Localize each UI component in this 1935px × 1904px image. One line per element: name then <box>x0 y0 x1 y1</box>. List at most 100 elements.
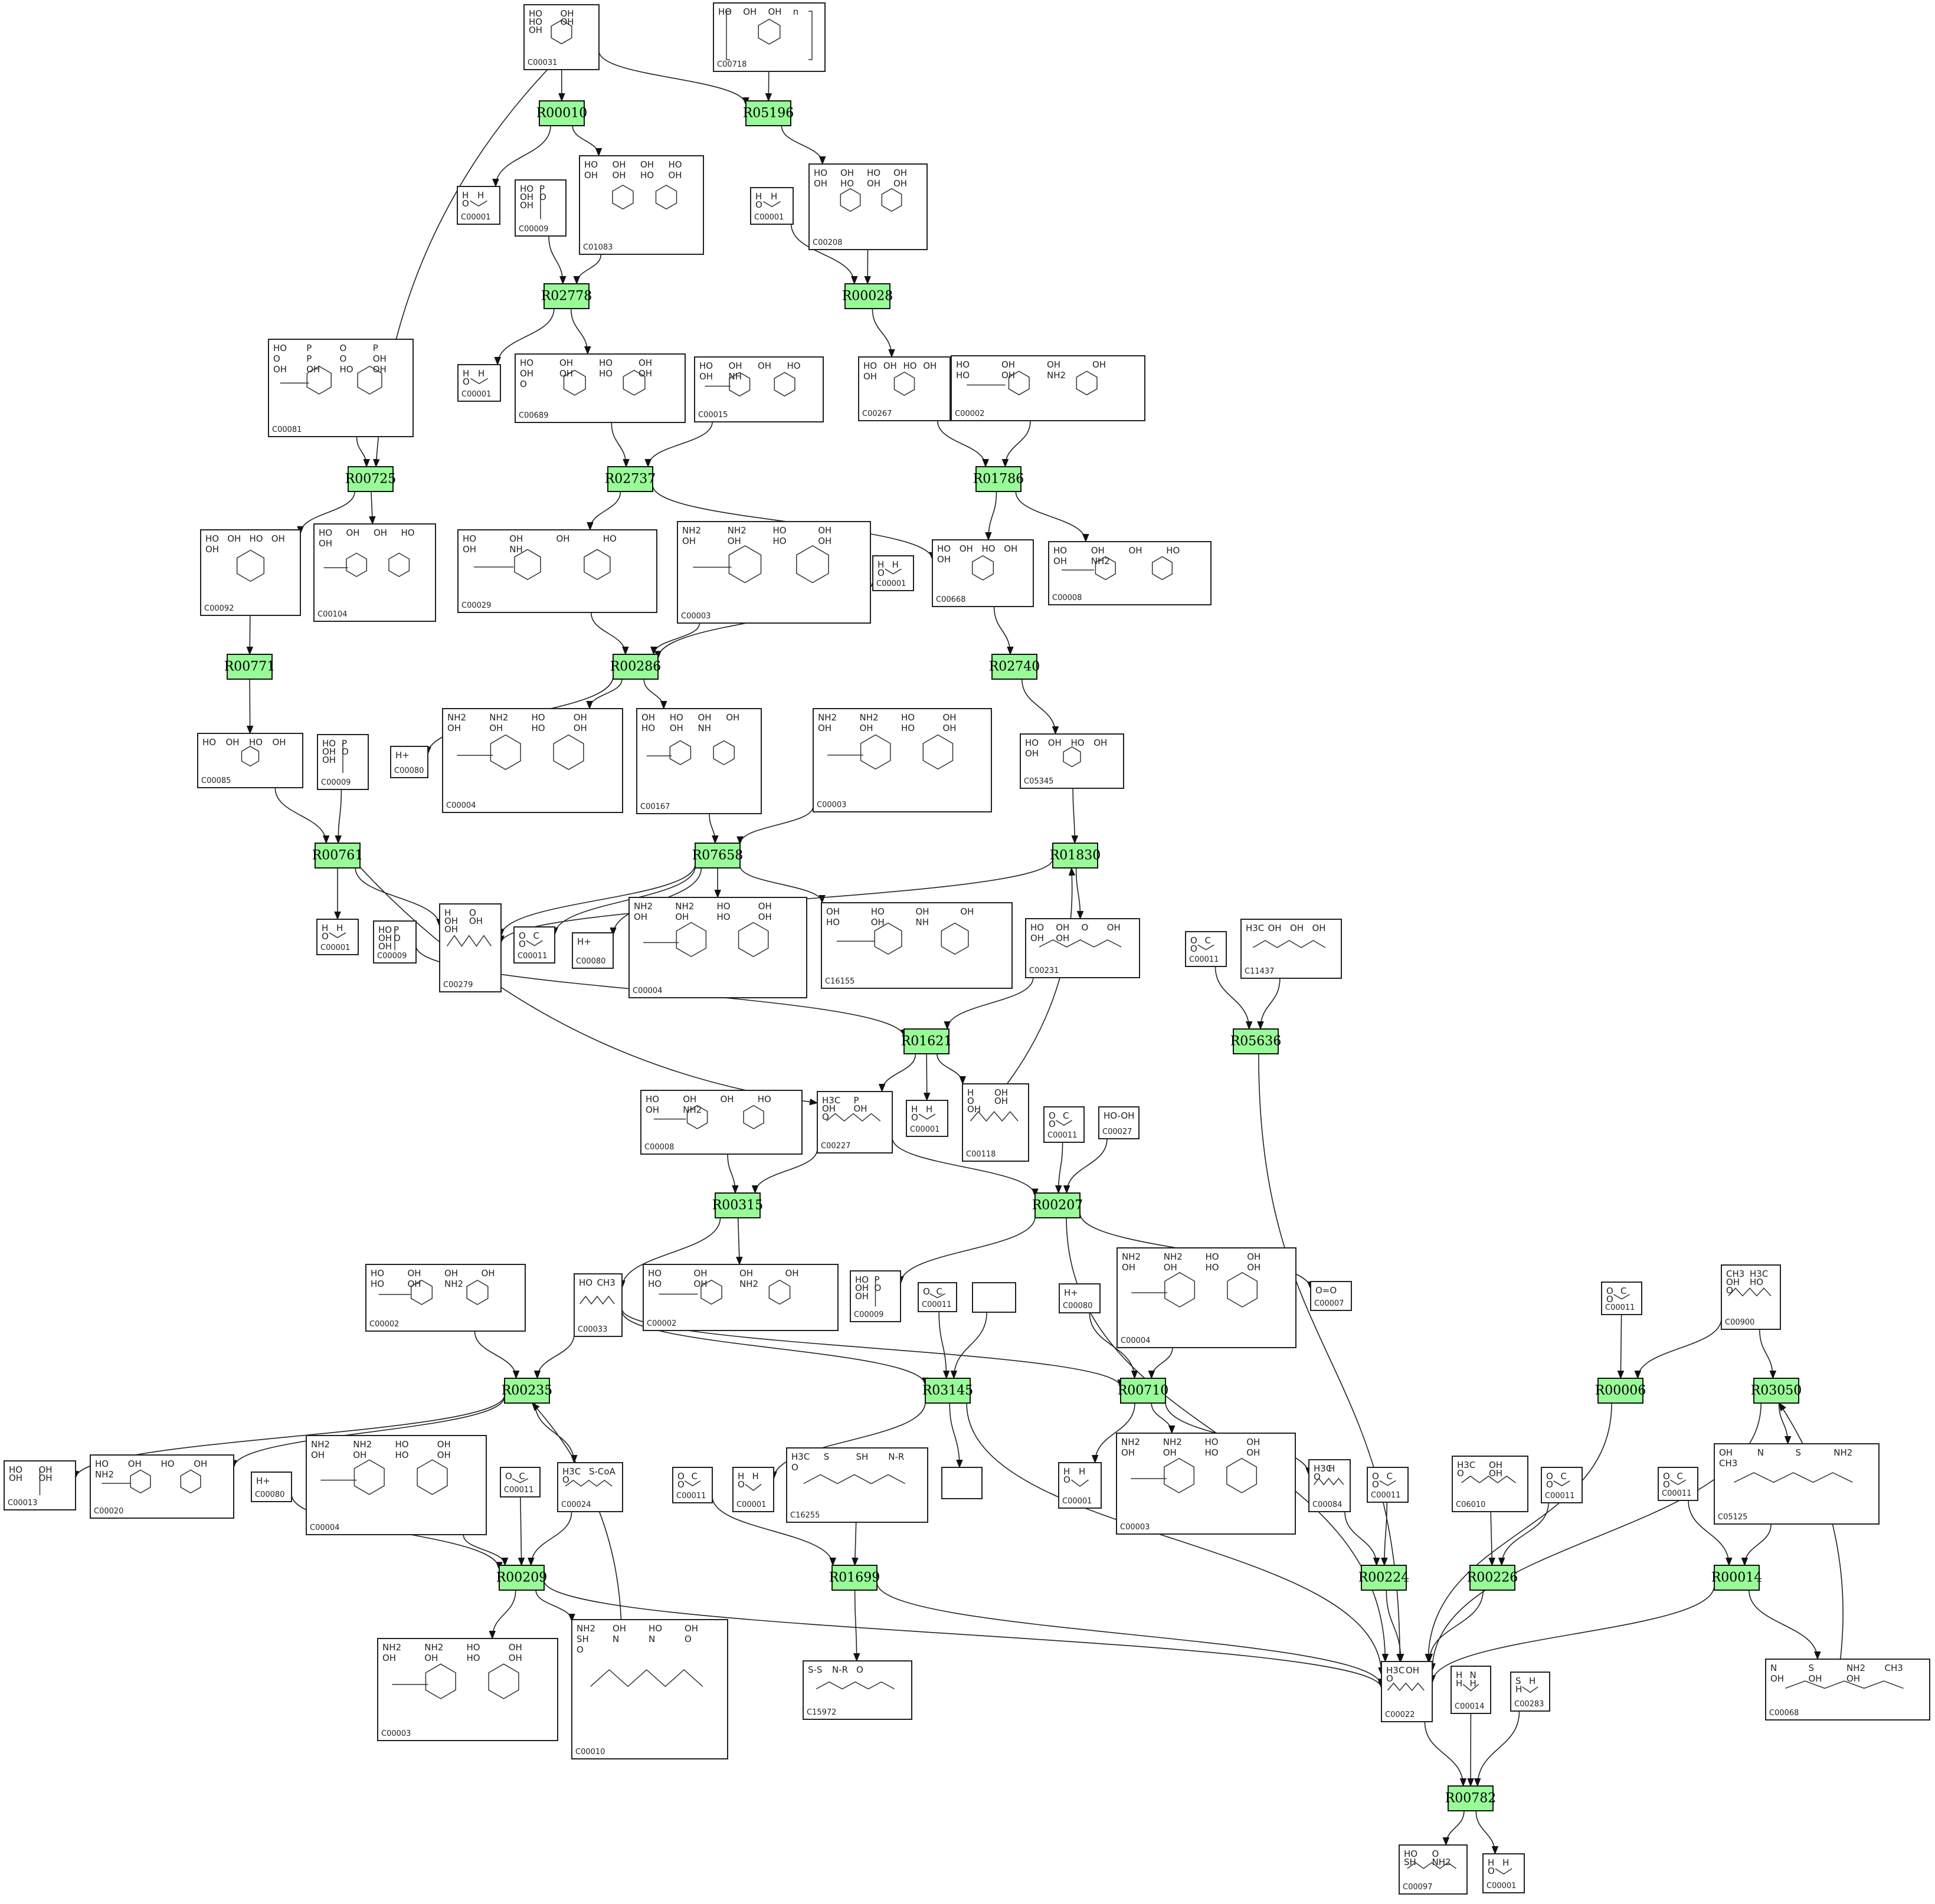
reaction-R00725[interactable]: R00725 <box>345 466 397 492</box>
reaction-R03050[interactable]: R03050 <box>1751 1378 1802 1404</box>
reaction-box[interactable] <box>1120 1378 1166 1404</box>
reaction-box[interactable] <box>745 100 791 126</box>
compound-C00080-49[interactable]: H+C00080 <box>1059 1283 1101 1313</box>
reaction-box[interactable] <box>1052 843 1098 869</box>
reaction-box[interactable] <box>499 1565 545 1591</box>
reaction-box[interactable] <box>844 283 890 309</box>
compound-blank-63[interactable] <box>941 1467 983 1499</box>
reaction-R01786[interactable]: R01786 <box>973 466 1024 492</box>
reaction-box[interactable] <box>613 654 659 680</box>
reaction-box[interactable] <box>607 466 653 492</box>
reaction-R00782[interactable]: R00782 <box>1445 1785 1497 1811</box>
reaction-R03145[interactable]: R03145 <box>922 1378 974 1404</box>
reaction-box[interactable] <box>925 1378 971 1404</box>
reaction-R00771[interactable]: R00771 <box>224 654 276 680</box>
reaction-R02778[interactable]: R02778 <box>541 283 592 309</box>
reaction-R00028[interactable]: R00028 <box>842 283 893 309</box>
reaction-R02737[interactable]: R02737 <box>605 466 656 492</box>
reaction-R00224[interactable]: R00224 <box>1358 1565 1410 1591</box>
reaction-R07658[interactable]: R07658 <box>692 843 744 869</box>
reaction-box[interactable] <box>539 100 585 126</box>
reaction-R01621[interactable]: R01621 <box>901 1028 952 1054</box>
reaction-box[interactable] <box>1361 1565 1407 1591</box>
compound-C00080-56[interactable]: H+C00080 <box>251 1472 292 1502</box>
reaction-R00761[interactable]: R00761 <box>312 843 364 869</box>
reaction-box[interactable] <box>991 654 1037 680</box>
compound-C00080-22[interactable]: H+C00080 <box>390 746 428 778</box>
reaction-R00226[interactable]: R00226 <box>1467 1565 1518 1591</box>
reaction-R00207[interactable]: R00207 <box>1032 1192 1083 1218</box>
reaction-box[interactable] <box>1597 1378 1643 1404</box>
reaction-R00710[interactable]: R00710 <box>1118 1378 1169 1404</box>
reaction-box[interactable] <box>1714 1565 1760 1591</box>
reaction-R01699[interactable]: R01699 <box>829 1565 880 1591</box>
reaction-box[interactable] <box>315 843 361 869</box>
reaction-box[interactable] <box>903 1028 950 1054</box>
reaction-box[interactable] <box>348 466 394 492</box>
reaction-R02740[interactable]: R02740 <box>989 654 1040 680</box>
reaction-R05196[interactable]: R05196 <box>743 100 794 126</box>
reaction-box[interactable] <box>1233 1028 1279 1054</box>
reaction-box[interactable] <box>975 466 1021 492</box>
reaction-box[interactable] <box>227 654 273 680</box>
reaction-R00014[interactable]: R00014 <box>1711 1565 1763 1591</box>
reaction-box[interactable] <box>695 843 741 869</box>
reaction-R05636[interactable]: R05636 <box>1230 1028 1282 1054</box>
